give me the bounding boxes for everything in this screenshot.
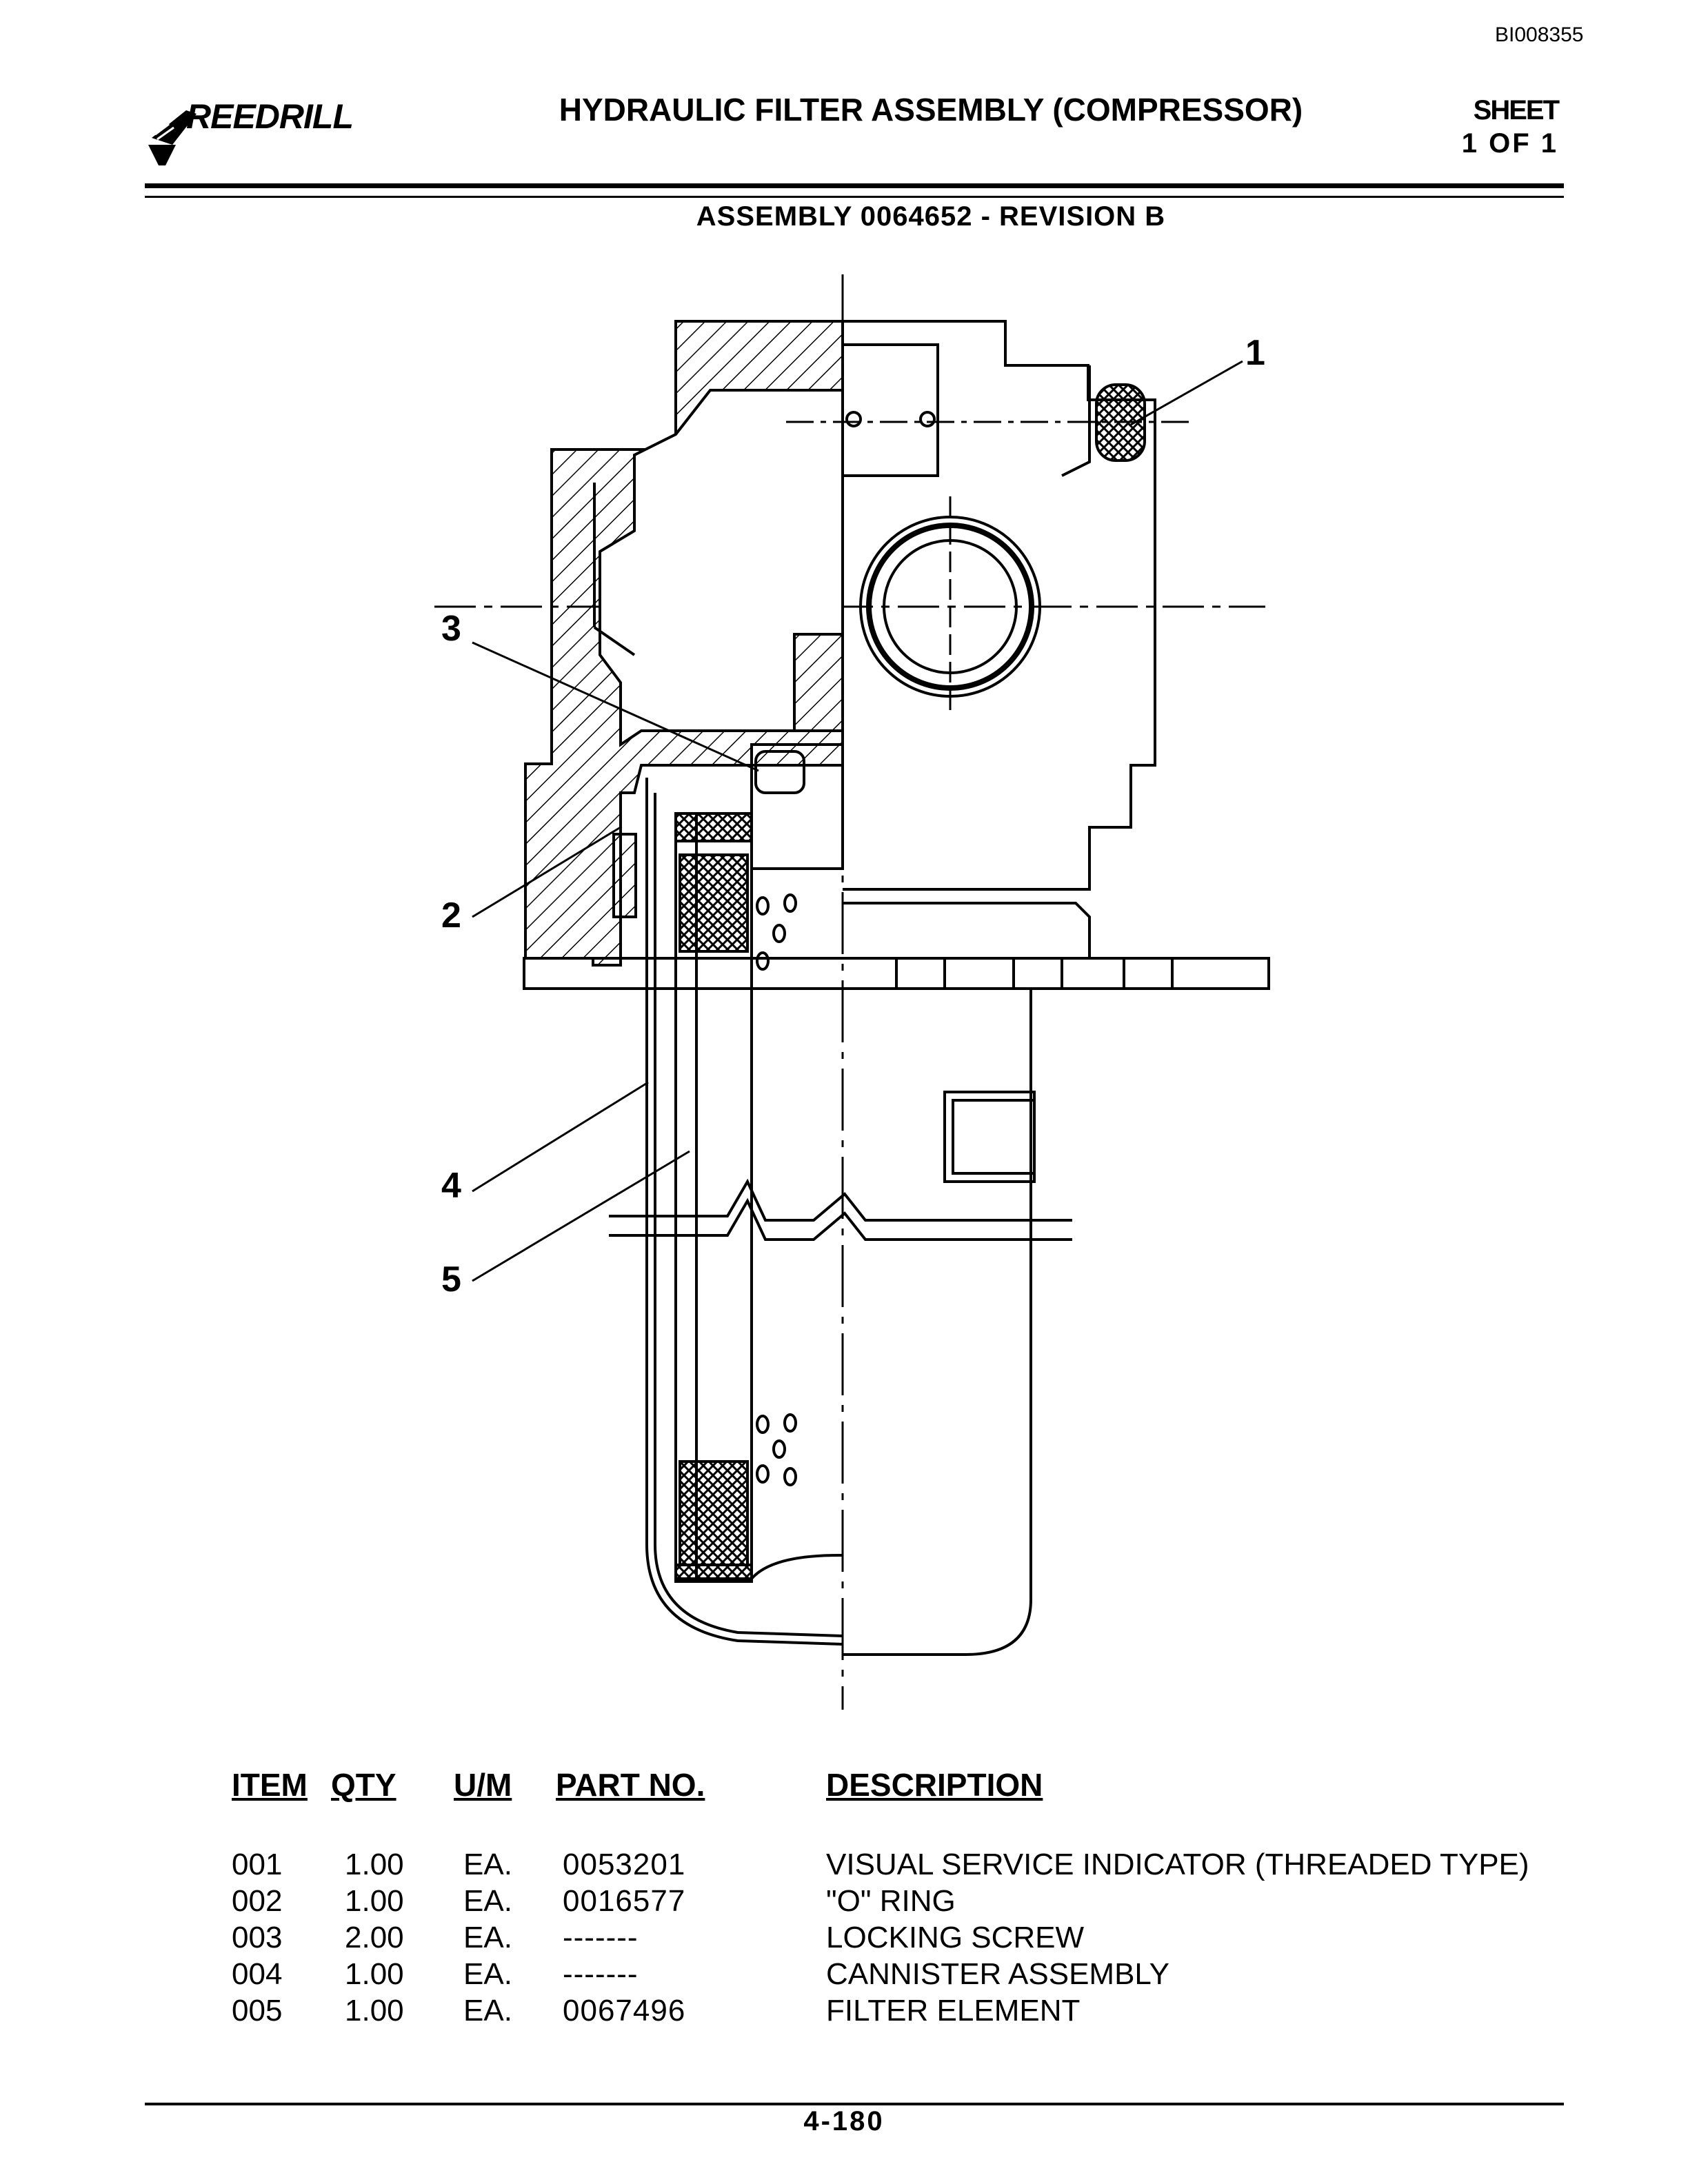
cell-item: 001 [232,1848,283,1881]
cell-description: "O" RING [826,1884,956,1918]
footer-rule [145,2103,1564,2105]
cell-qty: 1.00 [345,1848,404,1881]
cell-part-no: 0016577 [563,1884,686,1918]
cell-item: 003 [232,1921,283,1954]
cell-item: 002 [232,1884,283,1918]
callout-2: 2 [441,896,461,936]
cell-um: EA. [463,1848,512,1881]
cell-um: EA. [463,1884,512,1918]
cell-description: FILTER ELEMENT [826,1994,1081,2028]
sheet-number: 1 OF 1 [1461,128,1558,159]
cell-description: LOCKING SCREW [826,1921,1085,1954]
callout-4: 4 [441,1166,461,1206]
assembly-subtitle: ASSEMBLY 0064652 - REVISION B [696,201,1166,232]
header-um: U/M [454,1767,512,1803]
document-id: BI008355 [1495,23,1584,46]
logo-text: REEDRILL [186,97,354,136]
header-rule-thin [145,196,1564,198]
cell-um: EA. [463,1921,512,1954]
cell-um: EA. [463,1957,512,1991]
header-rule-thick [145,183,1564,188]
cell-description: CANNISTER ASSEMBLY [826,1957,1169,1991]
header-part-no: PART NO. [556,1767,705,1803]
cell-qty: 1.00 [345,1957,404,1991]
reedrill-logo [145,97,379,207]
page-title: HYDRAULIC FILTER ASSEMBLY (COMPRESSOR) [559,92,1303,128]
cell-qty: 1.00 [345,1994,404,2028]
cell-part-no: ------- [563,1921,639,1954]
callout-3: 3 [441,609,461,649]
cell-item: 004 [232,1957,283,1991]
cell-item: 005 [232,1994,283,2028]
sheet-label: SHEET [1473,95,1560,125]
cell-qty: 1.00 [345,1884,404,1918]
cell-part-no: ------- [563,1957,639,1991]
filter-assembly-drawing: 1 3 2 4 5 [414,269,1283,1723]
cell-um: EA. [463,1994,512,2028]
cell-part-no: 0053201 [563,1848,686,1881]
header-qty: QTY [331,1767,396,1803]
header-item: ITEM [232,1767,308,1803]
cell-qty: 2.00 [345,1921,404,1954]
cell-part-no: 0067496 [563,1994,686,2028]
page-number: 4-180 [803,2106,885,2136]
header-description: DESCRIPTION [826,1767,1043,1803]
callout-5: 5 [441,1260,461,1300]
callout-1: 1 [1245,333,1265,373]
cell-description: VISUAL SERVICE INDICATOR (THREADED TYPE) [826,1848,1529,1881]
